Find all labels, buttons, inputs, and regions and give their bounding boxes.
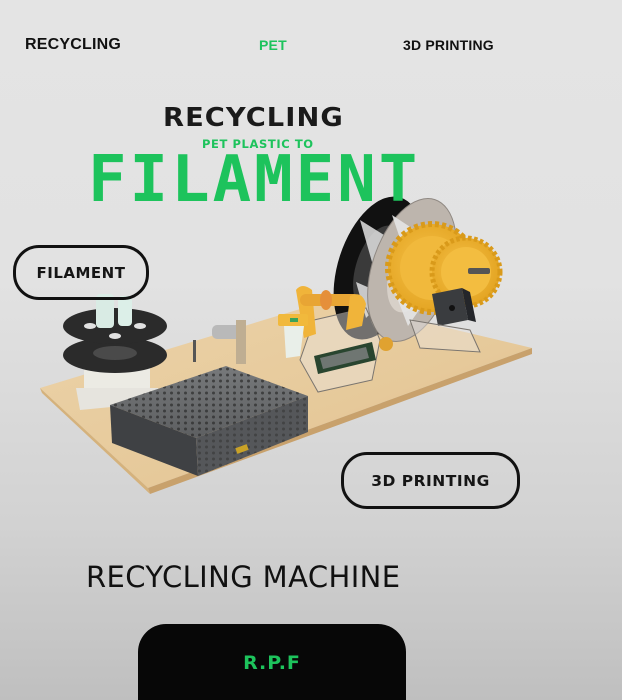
lcd-display xyxy=(314,342,376,374)
gear-drive xyxy=(385,221,503,315)
filament-tag-button[interactable]: FILAMENT xyxy=(13,245,149,300)
3d-printing-tag-label: 3D PRINTING xyxy=(371,471,490,490)
nav-item-recycling[interactable]: RECYCLING xyxy=(25,36,122,53)
power-supply xyxy=(110,366,308,476)
acrylic-frame xyxy=(299,307,481,393)
nav-item-3d-printing[interactable]: 3D PRINTING xyxy=(403,37,494,53)
nav-item-pet[interactable]: PET xyxy=(259,37,287,53)
control-knob xyxy=(379,337,393,351)
hero-headline: FILAMENT xyxy=(88,143,421,217)
section-title: RECYCLING MACHINE xyxy=(86,560,401,594)
rpf-card-button[interactable]: R.P.F xyxy=(138,624,406,700)
hero-eyebrow: RECYCLING xyxy=(163,103,344,133)
filament-winder xyxy=(278,286,366,358)
filament-spool xyxy=(63,294,167,410)
filament-tag-label: FILAMENT xyxy=(36,263,126,282)
rpf-label: R.P.F xyxy=(243,652,301,674)
3d-printing-tag-button[interactable]: 3D PRINTING xyxy=(341,452,520,509)
extruder-nozzle xyxy=(193,320,246,364)
hero-subtitle: PET PLASTIC TO xyxy=(202,137,314,151)
stepper-motor xyxy=(432,288,476,326)
